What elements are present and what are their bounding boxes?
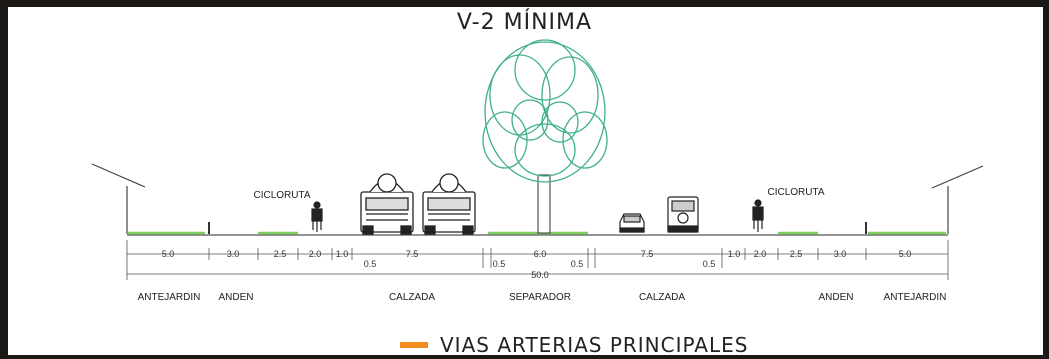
dim-right-offset: 0.5 <box>703 259 716 269</box>
dim-right-anden: 3.0 <box>834 249 847 259</box>
dim-sep-left: 0.5 <box>493 259 506 269</box>
cyclist-left-icon <box>311 201 323 232</box>
legend-label: VIAS ARTERIAS PRINCIPALES <box>440 333 749 357</box>
dim-left-cycle: 2.0 <box>309 249 322 259</box>
bus-2-icon <box>422 173 476 235</box>
jeep-icon <box>667 196 699 233</box>
zone-anden-right: ANDEN <box>818 292 853 303</box>
cyclist-right-icon <box>752 199 764 232</box>
dim-left-curb: 1.0 <box>336 249 349 259</box>
cicloruta-right-label: CICLORUTA <box>767 187 824 198</box>
dim-left-buffer: 2.5 <box>274 249 287 259</box>
dim-left-offset: 0.5 <box>364 259 377 269</box>
dim-right-calzada: 7.5 <box>641 249 654 259</box>
dim-right-curb: 1.0 <box>728 249 741 259</box>
tree-icon <box>482 39 608 234</box>
dim-right-antejardin: 5.0 <box>899 249 912 259</box>
diagram-title: V-2 MÍNIMA <box>456 10 593 35</box>
car-icon <box>619 213 645 233</box>
zone-antejardin-left: ANTEJARDIN <box>138 292 201 303</box>
legend-swatch <box>400 342 428 348</box>
dim-separador: 6.0 <box>534 249 547 259</box>
building-left <box>91 163 146 234</box>
dim-left-antejardin: 5.0 <box>162 249 175 259</box>
cicloruta-left-label: CICLORUTA <box>253 190 310 201</box>
zone-anden-left: ANDEN <box>218 292 253 303</box>
drawing-sheet <box>8 7 1043 355</box>
legend: VIAS ARTERIAS PRINCIPALES <box>400 333 748 357</box>
building-right <box>931 165 984 234</box>
dimension-lines <box>126 240 949 280</box>
zone-calzada-left: CALZADA <box>389 292 435 303</box>
zone-separador: SEPARADOR <box>509 292 571 303</box>
dim-sep-right: 0.5 <box>571 259 584 269</box>
dim-total: 50.0 <box>531 270 549 280</box>
dim-left-anden: 3.0 <box>227 249 240 259</box>
zone-calzada-right: CALZADA <box>639 292 685 303</box>
dim-right-cycle: 2.0 <box>754 249 767 259</box>
dim-right-buffer: 2.5 <box>790 249 803 259</box>
bus-1-icon <box>360 173 414 235</box>
dim-left-calzada: 7.5 <box>406 249 419 259</box>
zone-antejardin-right: ANTEJARDIN <box>884 292 947 303</box>
